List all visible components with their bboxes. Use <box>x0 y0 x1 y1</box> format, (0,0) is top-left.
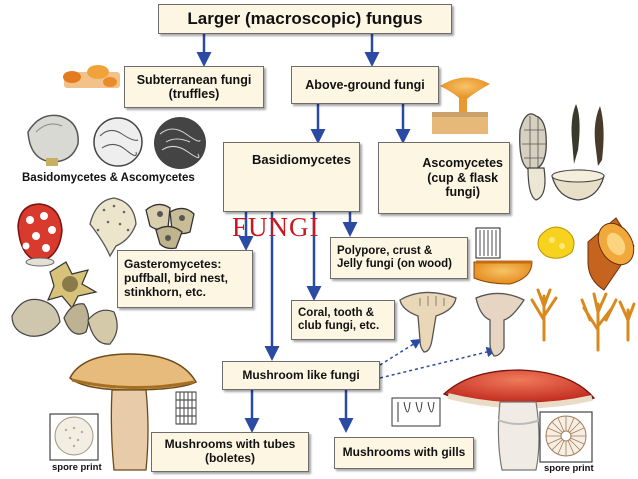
label-spore-print-left: spore print <box>52 462 102 473</box>
tube-pores-icon <box>175 391 197 425</box>
puffball-icon <box>89 197 137 258</box>
bracket-polypore-icon <box>473 227 533 285</box>
wood-log-icon <box>587 217 635 291</box>
cup-fungus-icon <box>551 169 605 201</box>
label-spore-print-right: spore print <box>544 463 594 474</box>
box-ascomycetes: Ascomycetes (cup & flask fungi) <box>378 142 510 214</box>
basidiomycetes-label: Basidiomycetes <box>252 152 351 167</box>
overlay-fungi-title: FUNGI <box>232 212 320 242</box>
connector-arrows <box>196 34 498 433</box>
box-coral: Coral, tooth & club fungi, etc. <box>291 300 395 340</box>
label-basid-asco: Basidomycetes & Ascomycetes <box>22 172 195 184</box>
spore-print-right-icon <box>539 411 593 463</box>
earthstar-icon <box>11 261 118 345</box>
arrow-dashed-to-bolete <box>379 338 422 366</box>
box-tubes: Mushrooms with tubes (boletes) <box>151 432 309 472</box>
tooth-fungus-icon <box>399 291 457 353</box>
bolete-mushroom-icon <box>69 353 198 471</box>
truffle-sections-icon <box>27 114 206 169</box>
spore-print-left-icon <box>49 413 99 461</box>
truffle-icon <box>63 65 120 88</box>
jelly-fungus-icon <box>537 226 575 259</box>
lattice-stinkhorn-icon <box>17 203 63 267</box>
coral-fungus-icon <box>530 288 636 352</box>
box-above-ground: Above-ground fungi <box>291 66 439 104</box>
box-gasteromycetes: Gasteromycetes: puffball, bird nest, sti… <box>117 250 253 308</box>
ascomycetes-label: Ascomycetes (cup & flask fungi) <box>422 156 503 200</box>
box-polypore: Polypore, crust & Jelly fungi (on wood) <box>330 237 468 279</box>
funnel-mushroom-icon <box>475 292 525 357</box>
box-subterranean: Subterranean fungi (truffles) <box>124 66 264 108</box>
box-gills: Mushrooms with gills <box>334 437 474 469</box>
box-mushroom-like: Mushroom like fungi <box>222 361 380 390</box>
bird-nest-fungus-icon <box>145 203 195 250</box>
arrow-dashed-to-funnel <box>379 346 498 379</box>
box-root: Larger (macroscopic) fungus <box>158 4 452 34</box>
orange-bracket-fungus-icon <box>432 77 490 134</box>
box-basidiomycetes: Basidiomycetes <box>223 142 360 212</box>
morel-icon <box>519 113 547 201</box>
gill-section-icon <box>391 397 441 427</box>
earth-tongue-icon <box>571 104 604 166</box>
red-gilled-mushroom-icon <box>442 369 596 471</box>
